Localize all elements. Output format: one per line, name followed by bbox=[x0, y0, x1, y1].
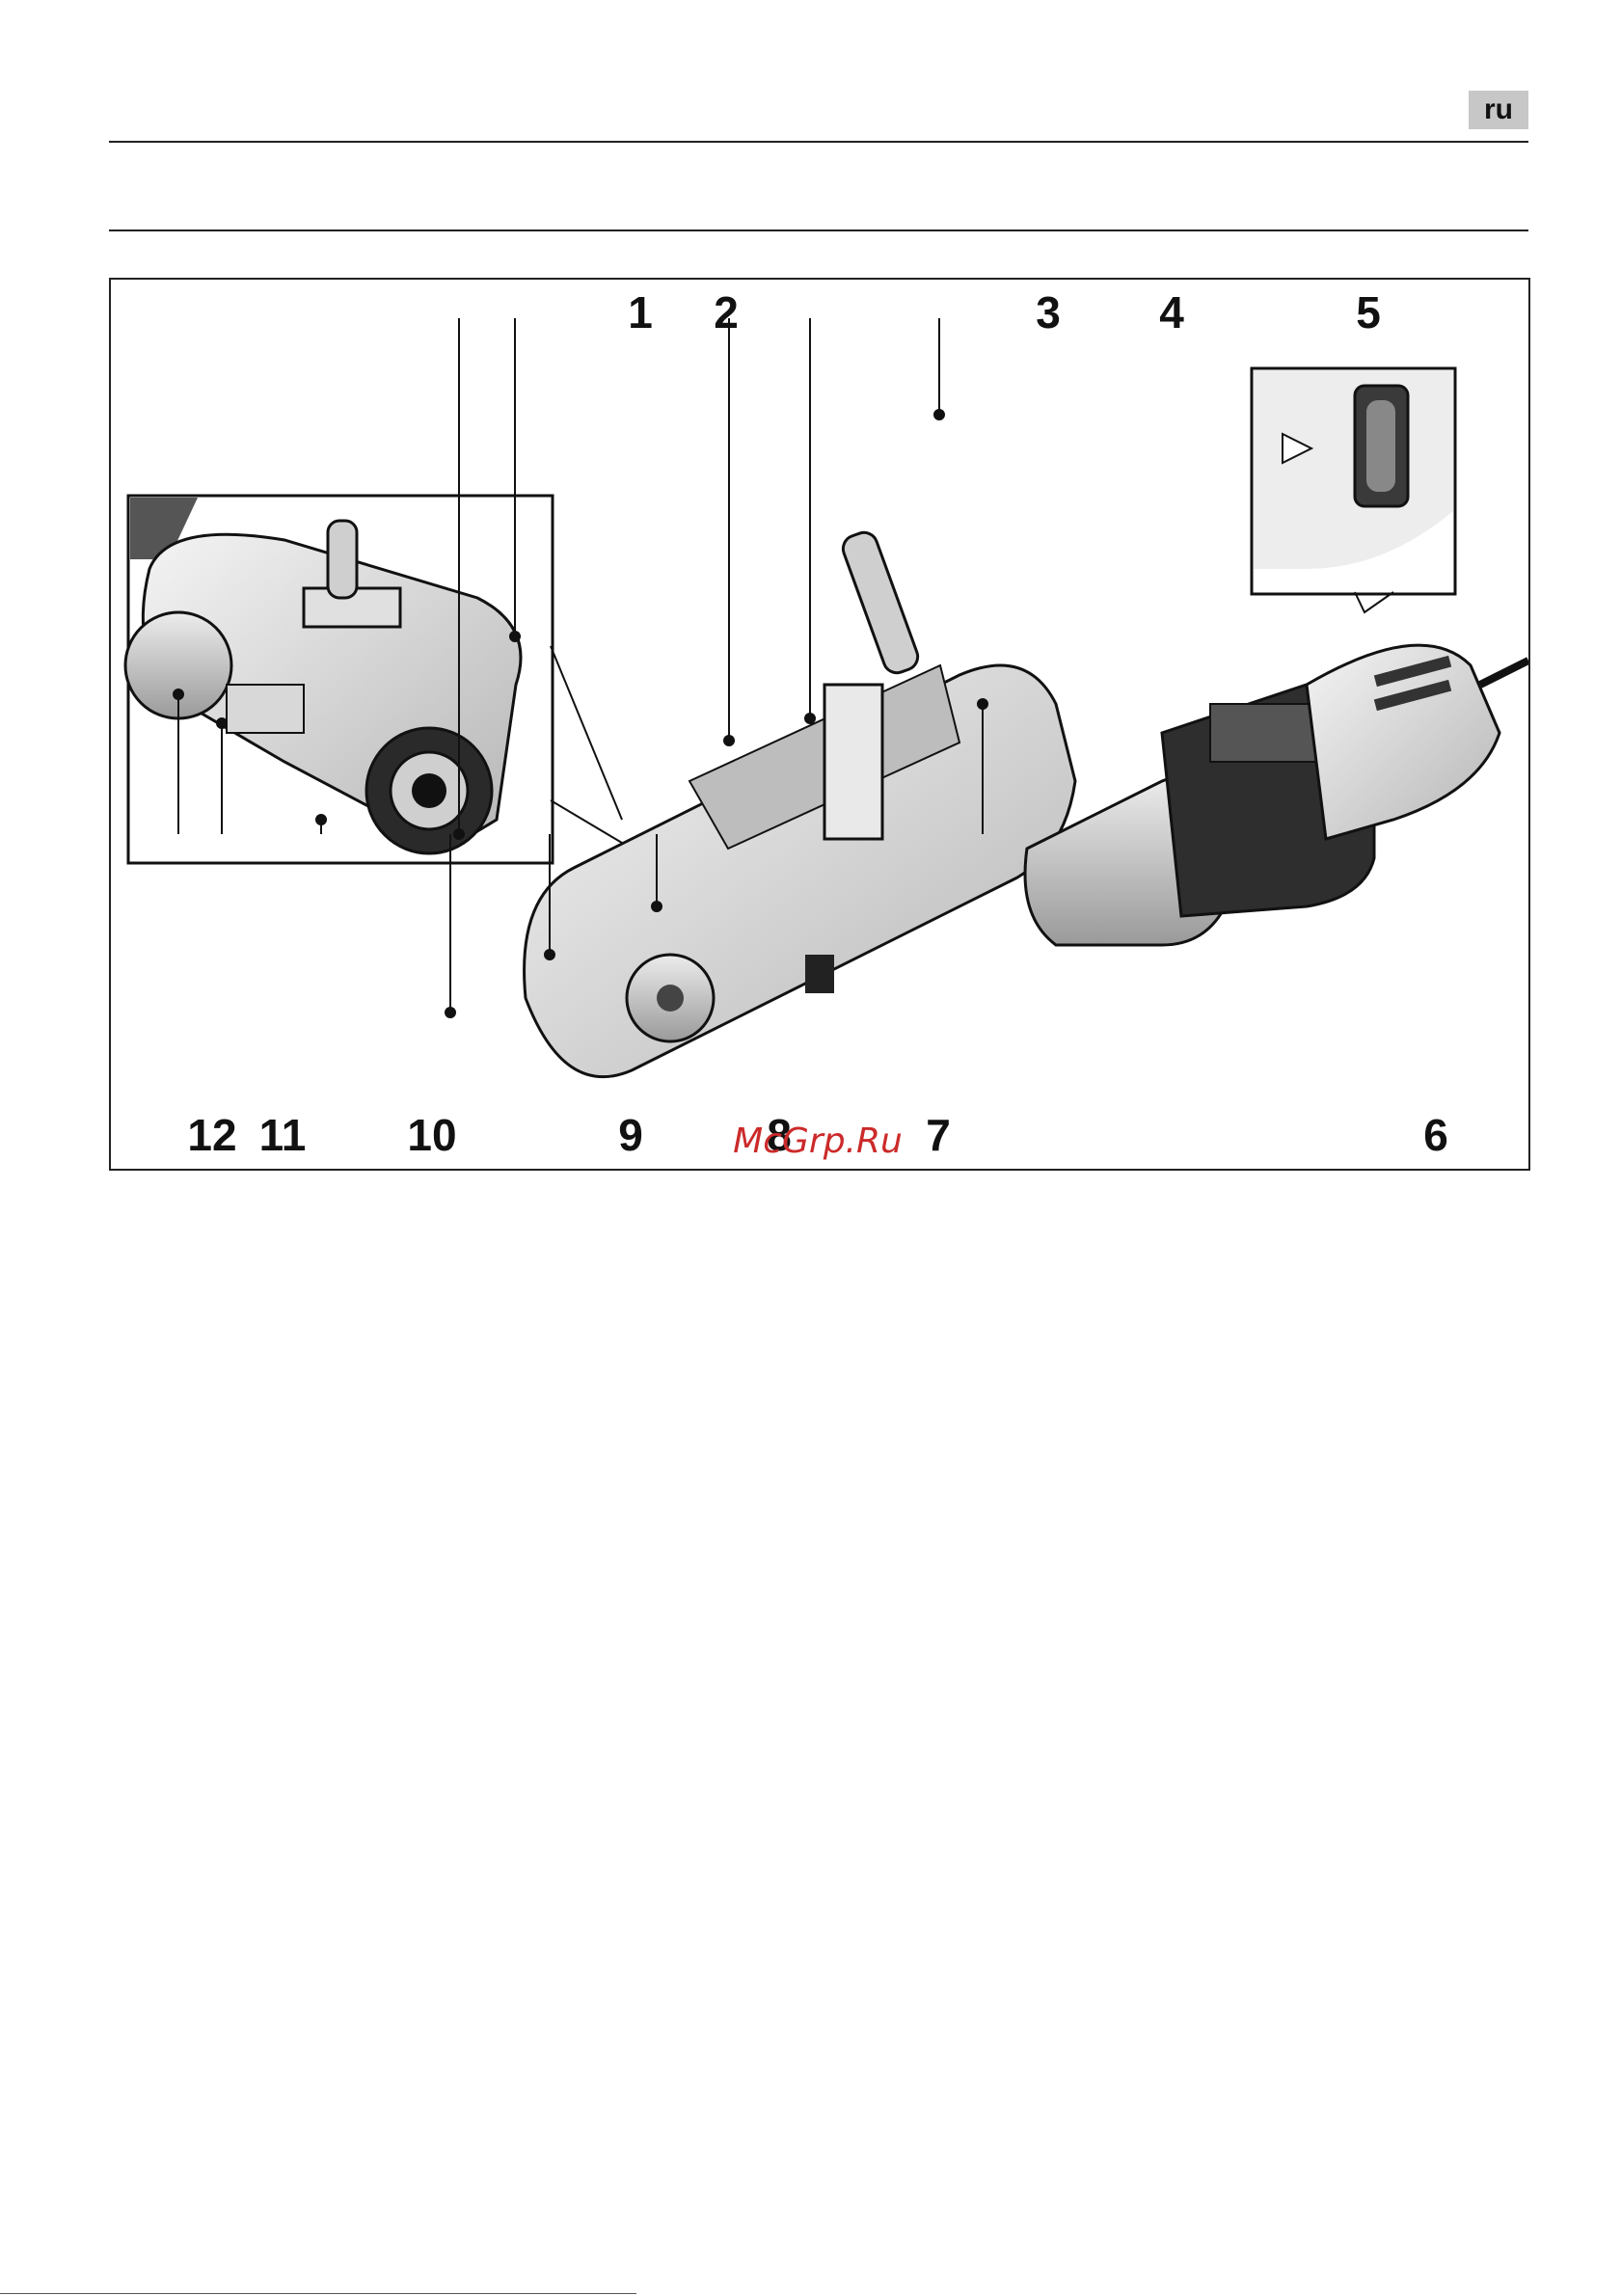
inset-detail-right bbox=[1252, 368, 1455, 594]
callout-5: 5 bbox=[1356, 287, 1381, 338]
callout-2: 2 bbox=[714, 287, 739, 338]
footer-rule bbox=[0, 2293, 636, 2294]
callout-1: 1 bbox=[628, 287, 653, 338]
language-badge: ru bbox=[1469, 91, 1528, 129]
callout-9: 9 bbox=[618, 1110, 643, 1160]
callout-6: 6 bbox=[1423, 1110, 1448, 1160]
watermark: McGrp.Ru bbox=[733, 1121, 903, 1161]
tool-illustration-figure: 1 2 3 4 5 6 7 8 9 10 11 12 McGrp.Ru bbox=[109, 278, 1530, 1171]
callout-7: 7 bbox=[926, 1110, 951, 1160]
callout-10: 10 bbox=[407, 1110, 456, 1160]
header-rule-top bbox=[109, 141, 1528, 143]
inset-detail-left bbox=[125, 496, 553, 863]
callout-3: 3 bbox=[1036, 287, 1061, 338]
header-rule-bottom bbox=[109, 230, 1528, 231]
callout-11: 11 bbox=[259, 1110, 307, 1160]
belt-sander-drawing: 1 2 3 4 5 6 7 8 9 10 11 12 McGrp.Ru bbox=[111, 280, 1528, 1169]
main-tool-body bbox=[525, 528, 1528, 1076]
callout-12: 12 bbox=[187, 1110, 236, 1160]
callout-4: 4 bbox=[1159, 287, 1184, 338]
